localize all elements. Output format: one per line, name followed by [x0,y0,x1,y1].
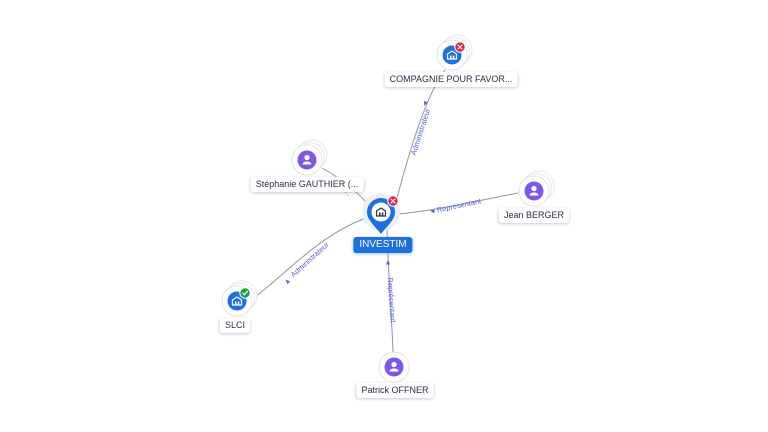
edge-label: Représentant [436,196,483,214]
edge-arrow-icon [423,100,428,106]
node-label-patrick[interactable]: Patrick OFFNER [356,383,434,398]
node-label-jean[interactable]: Jean BERGER [498,208,570,223]
node-compagnie[interactable] [436,34,473,71]
person-icon [529,185,539,196]
building-icon [231,296,243,306]
edge-label: Administrateur [409,107,433,156]
node-label-slci[interactable]: SLCI [219,318,251,333]
building-icon [446,50,458,60]
node-slci[interactable] [221,280,258,317]
active-badge-icon [239,287,251,299]
edge-arrow-icon [430,209,435,214]
edge-line [397,192,519,215]
edge-slci[interactable]: Administrateur [254,217,367,298]
edge-compagnie[interactable]: Administrateur [396,69,446,199]
node-label-stephanie[interactable]: Stéphanie GAUTHIER (... [250,177,364,192]
edge-label: ... [343,187,354,198]
node-jean[interactable] [518,170,555,207]
person-icon [302,154,312,165]
nodes-layer [221,34,555,383]
node-label-investim[interactable]: INVESTIM [353,237,413,253]
building-icon [375,207,387,217]
edge-arrow-icon [285,279,291,285]
edge-arrow-icon [386,260,390,265]
node-patrick[interactable] [378,351,410,383]
node-label-compagnie[interactable]: COMPAGNIE POUR FAVOR... [384,72,518,87]
node-stephanie[interactable] [291,139,328,176]
person-icon [389,361,399,372]
edge-label: Administrateur [289,240,331,279]
closed-badge-icon [454,41,466,53]
edge-label: Représentant [385,277,397,323]
center-inner [371,202,391,222]
edge-line [254,217,367,298]
node-investim[interactable] [362,193,400,234]
closed-badge-icon [387,195,399,207]
